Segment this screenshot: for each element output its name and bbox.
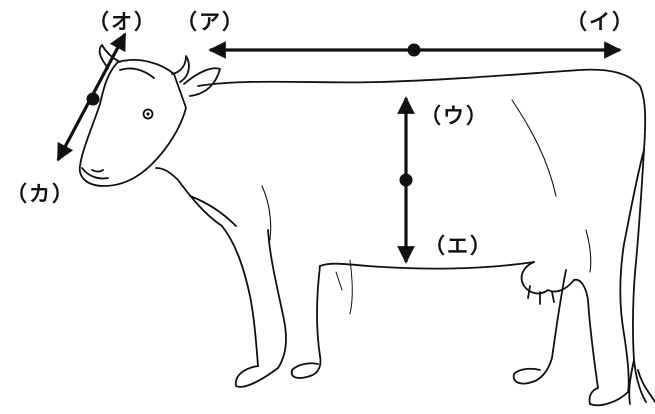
dot-face-length — [86, 92, 100, 106]
teats — [527, 285, 555, 305]
dewlap — [189, 195, 237, 227]
label-ka: （カ） — [6, 182, 75, 206]
back-line — [197, 68, 647, 151]
cow-illustration — [78, 44, 655, 407]
forelock — [119, 67, 155, 79]
midpoint-dots — [86, 43, 421, 187]
foreleg-front-edge — [221, 225, 259, 367]
front-hoof-2 — [234, 365, 279, 388]
front-hoof — [290, 362, 319, 379]
chest — [155, 167, 223, 227]
eye — [142, 108, 154, 120]
label-o: （オ） — [88, 10, 157, 34]
muzzle — [81, 167, 109, 180]
dot-body-depth — [399, 173, 413, 187]
head — [78, 59, 187, 187]
label-e: （エ） — [424, 234, 493, 258]
rear-thigh — [619, 149, 645, 393]
nostril — [91, 169, 104, 173]
label-i: （イ） — [566, 10, 635, 34]
belly — [319, 261, 535, 270]
label-a: （ア） — [176, 10, 245, 34]
front-leg — [309, 265, 322, 377]
label-u: （ウ） — [420, 104, 489, 128]
dot-body-length — [407, 43, 421, 57]
tail — [628, 149, 655, 405]
front-leg-back — [267, 229, 287, 369]
hind-leg-front — [573, 278, 599, 389]
hind-leg-2 — [531, 269, 567, 383]
hind-hoof — [588, 387, 629, 407]
ear — [183, 67, 221, 97]
measurement-arrows — [56, 32, 622, 264]
right-horn — [171, 55, 190, 83]
hind-hoof-2 — [512, 367, 541, 385]
udder — [520, 261, 575, 295]
